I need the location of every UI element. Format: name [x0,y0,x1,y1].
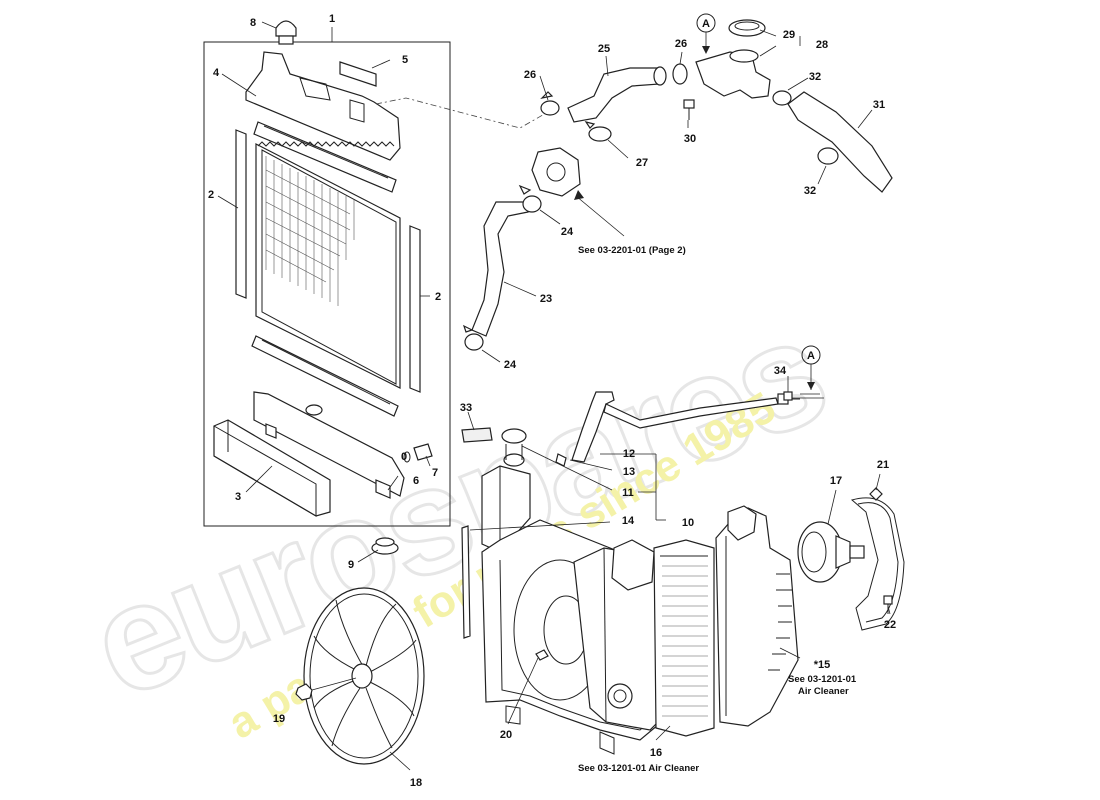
callout-17: 17 [830,475,842,487]
deflector-pad [339,61,377,87]
marker-a-top: A [696,13,716,54]
callouts: 1 8 5 4 2 2 3 0 6 7 9 26 25 27 26 29 28 … [208,13,896,789]
hose-clamp [540,91,560,116]
overflow-pipe [571,391,820,463]
hose-clamp [772,90,792,106]
callout-20: 20 [500,729,512,741]
callout-7: 7 [432,467,438,479]
callout-33: 33 [460,402,472,414]
callout-2-left: 2 [208,189,214,201]
callout-2-right: 2 [435,291,441,303]
ref-air-cleaner-bottom: See 03-1201-01 Air Cleaner [578,763,699,774]
radiator-lower-tank [253,391,405,497]
callout-15: *15 [814,659,831,671]
callout-6: 6 [413,475,419,487]
callout-1: 1 [329,13,335,25]
warning-label [461,427,493,443]
callout-10: 10 [682,517,694,529]
callout-9: 9 [348,559,354,571]
callout-28: 28 [816,39,828,51]
callout-4: 4 [213,67,220,79]
screw [883,595,893,614]
radiator-cap [275,20,297,45]
side-seal-right [409,225,421,393]
hose-clamp [462,324,484,351]
support-rod [461,525,471,639]
callout-19: 19 [273,713,285,725]
hose-clamp [518,184,542,213]
callout-26-right: 26 [675,38,687,50]
callout-0: 0 [401,451,407,463]
callout-13: 13 [623,466,635,478]
callout-18: 18 [410,777,422,789]
callout-27: 27 [636,157,648,169]
callout-8: 8 [250,17,256,29]
hose-clamp [672,63,688,85]
callout-5: 5 [402,54,408,66]
side-seal-left [235,129,247,299]
callout-34: 34 [774,365,787,377]
callout-26-left: 26 [524,69,536,81]
motor-gasket [850,487,905,631]
callout-30: 30 [684,133,696,145]
callout-24-bottom: 24 [504,359,517,371]
reference-notes: See 03-2201-01 (Page 2) See 03-1201-01 A… [578,245,857,774]
callout-21: 21 [877,459,889,471]
air-cleaner-housing [715,505,799,727]
callout-3: 3 [235,491,241,503]
hose-clamp [584,121,612,142]
top-hose [567,67,661,123]
ref-air-cleaner-right-1: See 03-1201-01 [788,674,857,685]
callout-32-top: 32 [809,71,821,83]
electric-fan-motor [797,521,865,583]
air-filter [653,539,715,737]
radiator-assembly [203,27,451,527]
radiator-outlet-hose [787,91,893,193]
marker-a-right: A [801,345,821,390]
callout-14: 14 [622,515,635,527]
marker-a-top-label: A [702,18,710,30]
callout-11: 11 [622,487,634,499]
hose-clip [783,391,793,401]
filler-cap [728,19,766,37]
cooling-fan [303,587,425,765]
drain-plug [413,443,433,461]
callout-16: 16 [650,747,662,759]
marker-a-right-label: A [807,350,815,362]
callout-23: 23 [540,293,552,305]
callout-25: 25 [598,43,610,55]
thermostat-housing [531,147,581,197]
top-hose-group [531,19,893,197]
radiator-upper-tank [245,51,401,161]
ref-air-cleaner-right-2: Air Cleaner [798,686,849,697]
bolt [683,99,695,120]
callout-22: 22 [884,619,896,631]
callout-12: 12 [623,448,635,460]
core-fins [265,156,355,306]
rubber-mount [371,537,399,555]
callout-29: 29 [783,29,795,41]
lower-hose [471,201,529,337]
callout-32-bottom: 32 [804,185,816,197]
connection-line [375,97,549,129]
fan-motor [573,539,667,731]
leader-lines [217,21,891,771]
shroud-bolt [535,649,549,661]
hose-clamp [817,147,839,165]
lower-hose-group [462,184,542,351]
assembly-box [203,41,451,527]
ref-thermostat: See 03-2201-01 (Page 2) [578,245,686,256]
callout-24-top: 24 [561,226,574,238]
fan-nut [295,677,357,701]
callout-31: 31 [873,99,885,111]
